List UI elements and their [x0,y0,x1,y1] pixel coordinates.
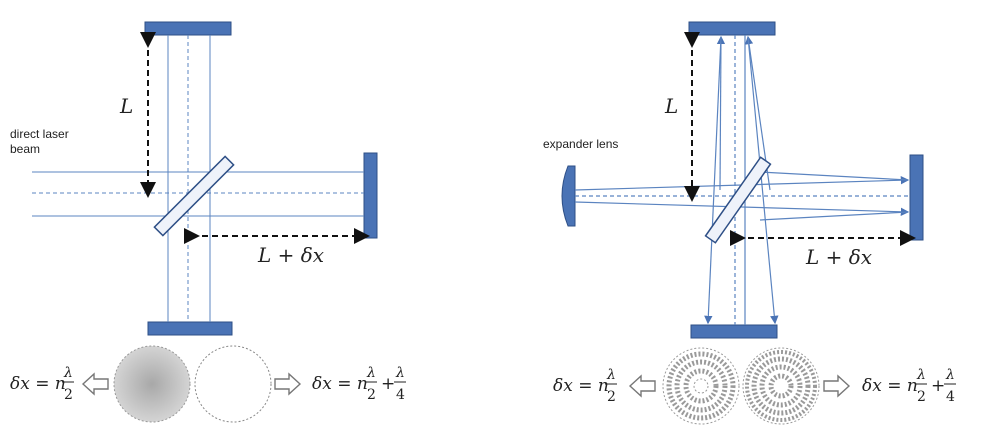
right-formula-bright-den2: 4 [946,389,955,405]
right-formula-bright-num2: λ [945,367,955,383]
left-formula-bright-plus: + [381,374,395,394]
left-label-direct-line2: beam [10,142,40,156]
left-top-mirror [144,21,232,36]
right-formula-dark: δx = n λ 2 [553,367,617,405]
left-formula-bright-lhs: δx = n [312,374,368,394]
left-beam-splitter [153,155,235,237]
right-bottom-screen [690,324,778,339]
left-formula-bright-num2: λ [395,365,405,381]
right-right-mirror [909,154,924,241]
right-michelson-setup: expander lens L L + δx δx = n λ 2 [543,21,956,425]
left-label-direct-line1: direct laser [10,127,69,141]
left-formula-bright-num1: λ [366,365,376,381]
right-top-mirror [688,21,776,36]
left-formula-bright-den1: 2 [367,387,376,403]
right-ring-pattern-left [662,347,740,425]
right-vertical-beams [704,35,779,325]
left-horizontal-beams [32,171,364,217]
left-hollow-arrow-right [274,372,302,396]
right-formula-bright-plus: + [931,376,945,396]
right-ring-pattern-right [742,347,820,425]
right-formula-dark-num: λ [606,367,616,383]
left-bottom-screen [147,321,233,336]
left-michelson-setup: direct laser beam L L + δx δx = n λ 2 δx… [10,21,406,423]
right-expander-lens [561,165,576,227]
right-hollow-arrow-right [823,374,851,398]
right-beam-splitter [704,156,772,244]
left-formula-bright: δx = n λ 2 + λ 4 [312,365,406,403]
right-formula-dark-lhs: δx = n [553,376,609,396]
left-formula-dark: δx = n λ 2 [10,365,74,403]
left-label-L: L [119,94,133,118]
right-label-L: L [664,94,678,118]
right-formula-bright-den1: 2 [917,389,926,405]
right-formula-bright-lhs: δx = n [862,376,918,396]
right-formula-bright: δx = n λ 2 + λ 4 [862,367,956,405]
right-hollow-arrow-left [628,374,656,398]
right-formula-bright-num1: λ [916,367,926,383]
left-formula-dark-num: λ [63,365,73,381]
right-label-expander: expander lens [543,137,618,151]
left-formula-dark-den: 2 [64,387,73,403]
right-label-L-plus-dx: L + δx [805,245,872,269]
left-right-mirror [363,152,378,239]
left-formula-bright-den2: 4 [396,387,405,403]
left-label-L-plus-dx: L + δx [257,243,324,267]
right-formula-dark-den: 2 [607,389,616,405]
left-hollow-arrow-left [81,372,109,396]
left-bright-pattern [194,345,272,423]
left-dark-pattern [113,345,191,423]
left-formula-dark-lhs: δx = n [10,374,66,394]
